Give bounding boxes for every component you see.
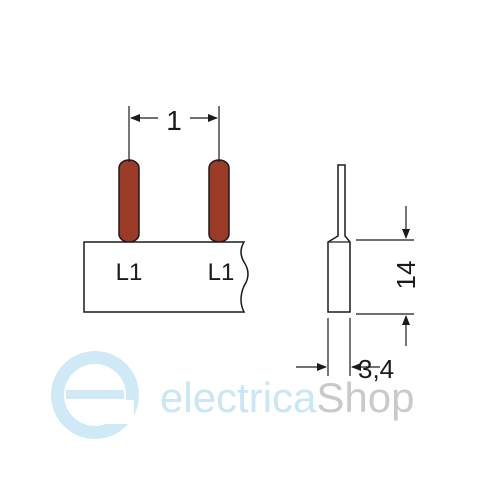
thickness-dimension: 3,4 <box>296 318 394 384</box>
left-pin <box>118 159 140 243</box>
svg-text:electricaShop: electricaShop <box>160 374 415 421</box>
height-dimension: 14 <box>356 206 421 346</box>
e-logo-icon: e <box>51 351 139 439</box>
watermark: e electricaShop <box>51 351 415 439</box>
thickness-value: 3,4 <box>358 354 394 384</box>
height-value: 14 <box>391 261 421 290</box>
right-pin-label: L1 <box>208 259 235 286</box>
front-view: L1 L1 1 <box>83 105 249 313</box>
left-pin-label: L1 <box>116 259 143 286</box>
watermark-brand-secondary: Shop <box>316 374 414 421</box>
side-profile <box>327 164 351 313</box>
pitch-dimension: 1 <box>128 105 220 162</box>
right-pin <box>208 159 230 243</box>
watermark-brand-primary: electrica <box>160 374 317 421</box>
pitch-value: 1 <box>166 105 182 136</box>
side-view: 14 3,4 <box>296 164 421 384</box>
busbar-body <box>83 241 249 313</box>
